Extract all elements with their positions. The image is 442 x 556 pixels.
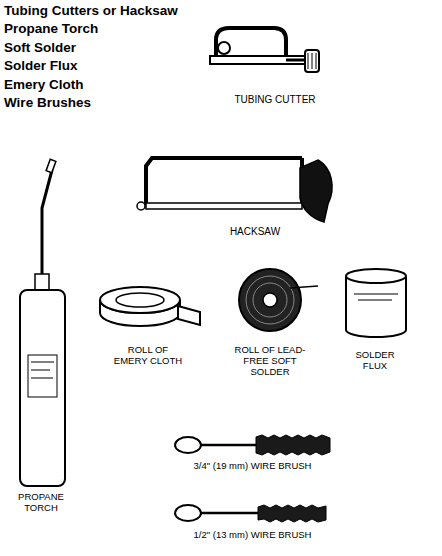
list-item: Soft Solder xyxy=(4,40,244,56)
cutter-screw xyxy=(286,59,306,62)
brush-loop xyxy=(175,437,201,453)
hacksaw-blade xyxy=(146,203,302,209)
sticker-mark xyxy=(31,378,53,379)
list-item: Tubing Cutters or Hacksaw xyxy=(4,3,244,19)
part-name: ROLL OF LEAD-FREE SOFT SOLDER xyxy=(231,345,309,378)
sticker-mark xyxy=(31,370,50,371)
torch-nozzle xyxy=(46,159,56,172)
list-item: Solder Flux xyxy=(4,58,244,74)
hacksaw-wingnut xyxy=(137,202,145,210)
brush-bristles xyxy=(256,435,330,455)
torch-sticker xyxy=(28,355,57,397)
hacksaw-handle xyxy=(300,160,332,222)
part-name: 3/4" (19 mm) WIRE BRUSH xyxy=(165,461,340,472)
can-mark xyxy=(358,300,392,301)
solder-wire xyxy=(290,286,318,288)
part-name: HACKSAW xyxy=(200,226,310,238)
cutter-knob xyxy=(305,50,319,72)
knob-grip xyxy=(308,53,309,69)
knob-grip xyxy=(316,53,317,69)
brush-shaft xyxy=(201,444,256,447)
part-name: SOLDER FLUX xyxy=(349,350,401,372)
can-mark xyxy=(354,294,398,295)
part-name: ROLL OF EMERY CLOTH xyxy=(110,345,186,367)
list-item: Wire Brushes xyxy=(4,95,244,111)
part-name: PROPANE TORCH xyxy=(10,492,72,514)
list-item: Emery Cloth xyxy=(4,77,244,93)
torch-cylinder xyxy=(20,290,65,486)
knob-grip xyxy=(312,53,313,69)
solder-winding xyxy=(253,283,287,317)
flux-can xyxy=(346,276,406,337)
solder-winding xyxy=(246,276,294,324)
part-name: 1/2" (13 mm) WIRE BRUSH xyxy=(165,530,340,541)
brush-loop xyxy=(175,505,201,521)
sticker-mark xyxy=(31,362,54,363)
torch-valve xyxy=(35,274,49,290)
part-name: TUBING CUTTER xyxy=(215,94,335,106)
emery-tail xyxy=(178,306,200,325)
spool-hub xyxy=(263,293,277,307)
torch-tube xyxy=(42,170,52,278)
cutter-wheel xyxy=(218,42,230,54)
emery-core xyxy=(116,293,164,307)
brush-shaft xyxy=(201,512,258,515)
solder-spool xyxy=(239,269,301,331)
brush-bristles xyxy=(258,505,326,522)
flux-lid xyxy=(346,269,406,283)
list-item: Propane Torch xyxy=(4,21,244,37)
cutter-slide xyxy=(210,56,306,64)
emery-top xyxy=(100,287,180,313)
hacksaw-frame xyxy=(146,158,302,206)
